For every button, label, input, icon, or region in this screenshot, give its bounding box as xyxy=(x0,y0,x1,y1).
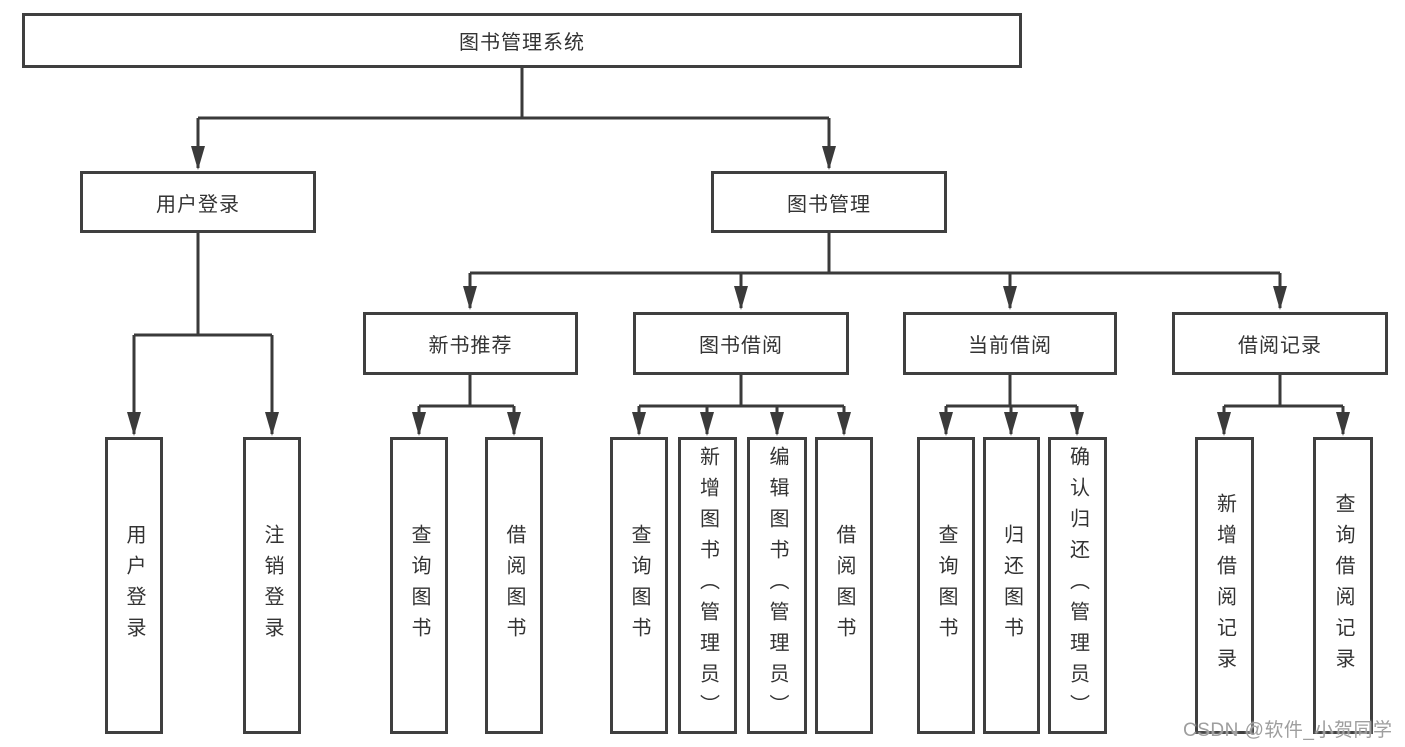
leaf-label: 借阅图书 xyxy=(503,523,525,648)
leaf-return-books: 归还图书 xyxy=(983,437,1040,734)
leaf-borrow-books-recommend: 借阅图书 xyxy=(485,437,543,734)
csdn-watermark: CSDN @软件_小贺同学 xyxy=(1183,720,1393,741)
leaf-label: 查询图书 xyxy=(408,523,430,648)
leaf-query-books-borrow: 查询图书 xyxy=(610,437,668,734)
leaf-label: 确认归还（管理员） xyxy=(1066,446,1089,725)
leaf-label: 归还图书 xyxy=(1000,523,1023,648)
tree-edges xyxy=(127,68,1350,436)
node-borrow-records: 借阅记录 xyxy=(1172,312,1388,375)
node-library-management-system: 图书管理系统 xyxy=(22,13,1022,68)
leaf-add-books-admin: 新增图书（管理员） xyxy=(678,437,737,734)
leaf-edit-books-admin: 编辑图书（管理员） xyxy=(747,437,807,734)
leaf-query-borrow-record: 查询借阅记录 xyxy=(1313,437,1373,734)
leaf-label: 查询图书 xyxy=(628,523,650,648)
leaf-label: 编辑图书（管理员） xyxy=(766,446,788,725)
leaf-query-books-recommend: 查询图书 xyxy=(390,437,448,734)
leaf-query-books-current: 查询图书 xyxy=(917,437,975,734)
leaf-label: 查询借阅记录 xyxy=(1332,492,1354,679)
leaf-label: 用户登录 xyxy=(123,523,145,648)
leaf-label: 借阅图书 xyxy=(833,523,855,648)
node-current-borrow: 当前借阅 xyxy=(903,312,1117,375)
leaf-label: 注销登录 xyxy=(261,523,283,648)
leaf-label: 新增借阅记录 xyxy=(1213,492,1236,679)
leaf-borrow-books: 借阅图书 xyxy=(815,437,873,734)
node-book-borrow: 图书借阅 xyxy=(633,312,849,375)
leaf-confirm-return-admin: 确认归还（管理员） xyxy=(1048,437,1107,734)
leaf-label: 新增图书（管理员） xyxy=(696,446,719,725)
leaf-user-login: 用户登录 xyxy=(105,437,163,734)
node-book-management: 图书管理 xyxy=(711,171,947,233)
leaf-logout-login: 注销登录 xyxy=(243,437,301,734)
leaf-add-borrow-record: 新增借阅记录 xyxy=(1195,437,1254,734)
leaf-label: 查询图书 xyxy=(935,523,957,648)
node-user-login: 用户登录 xyxy=(80,171,316,233)
node-new-book-recommend: 新书推荐 xyxy=(363,312,578,375)
